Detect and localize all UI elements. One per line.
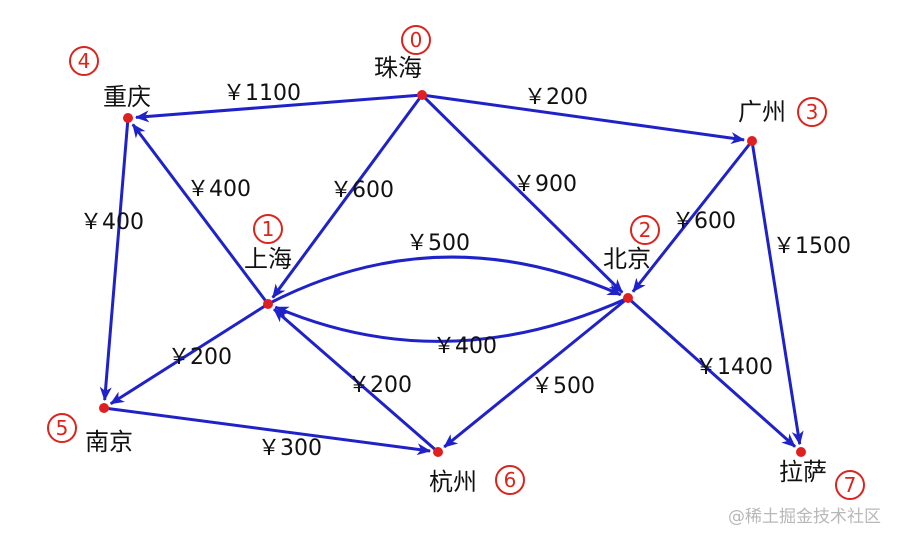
- index-badge-chongqing: 4: [69, 46, 99, 76]
- index-badge-number-zhuhai: 0: [410, 28, 423, 52]
- index-badge-shanghai: 1: [253, 214, 283, 244]
- city-node-beijing: 北京 2: [603, 215, 660, 303]
- edge-nanjing-to-hangzhou: [103, 406, 432, 456]
- city-label-nanjing: 南京: [85, 428, 133, 456]
- watermark: @稀土掘金技术社区: [728, 507, 881, 527]
- city-dot-hangzhou: [433, 447, 443, 457]
- edge-guangzhou-to-lasa: [750, 140, 804, 446]
- index-badge-beijing: 2: [630, 215, 660, 245]
- city-dot-zhuhai: [417, 90, 427, 100]
- index-badge-number-beijing: 2: [639, 218, 652, 242]
- edge-labels-layer: ￥1100 ￥200 ￥600 ￥900 ￥400 ￥400 ￥600 ￥1500 ￥500 ￥4…: [80, 81, 851, 461]
- index-badge-nanjing: 5: [47, 413, 77, 443]
- price-label-beijing-to-hangzhou: ￥500: [531, 374, 595, 399]
- index-badge-guangzhou: 3: [797, 97, 827, 127]
- edge-shanghai-to-beijing: [267, 255, 622, 306]
- price-label-zhuhai-to-guangzhou: ￥200: [524, 85, 588, 110]
- index-badge-number-hangzhou: 6: [504, 468, 517, 492]
- index-badge-ring-beijing: [630, 215, 660, 245]
- city-node-chongqing: 重庆 4: [69, 46, 151, 123]
- edges-layer: [99, 93, 804, 456]
- price-label-nanjing-to-hangzhou: ￥300: [258, 436, 322, 461]
- city-dot-shanghai: [263, 299, 273, 309]
- index-badge-ring-chongqing: [69, 46, 99, 76]
- city-label-guangzhou: 广州: [738, 98, 786, 126]
- edge-beijing-to-lasa: [627, 296, 797, 448]
- city-label-lasa: 拉萨: [779, 458, 827, 486]
- edge-shanghai-to-nanjing: [109, 302, 269, 405]
- price-label-zhuhai-to-beijing: ￥900: [513, 172, 577, 197]
- index-badge-number-shanghai: 1: [262, 217, 275, 241]
- index-badge-lasa: 7: [835, 470, 865, 500]
- price-label-guangzhou-to-lasa: ￥1500: [773, 234, 851, 259]
- city-node-guangzhou: 广州 3: [738, 97, 827, 146]
- edge-zhuhai-to-chongqing: [134, 93, 423, 123]
- price-label-hangzhou-to-shanghai: ￥200: [348, 373, 412, 398]
- city-node-shanghai: 上海 1: [244, 214, 292, 309]
- index-badge-number-chongqing: 4: [78, 49, 91, 73]
- index-badge-ring-nanjing: [47, 413, 77, 443]
- price-label-beijing-to-shanghai: ￥400: [433, 334, 497, 359]
- index-badge-zhuhai: 0: [401, 25, 431, 55]
- city-label-hangzhou: 杭州: [429, 468, 477, 496]
- city-label-shanghai: 上海: [244, 245, 292, 273]
- edge-shanghai-to-chongqing: [131, 123, 270, 305]
- city-dot-guangzhou: [747, 136, 757, 146]
- index-badge-number-guangzhou: 3: [806, 100, 819, 124]
- city-node-nanjing: 南京 5: [47, 403, 133, 456]
- city-node-lasa: 拉萨 7: [779, 447, 865, 500]
- index-badge-ring-hangzhou: [495, 465, 525, 495]
- nodes-layer: 珠海0 上海 1 北京 2 广州 3 重庆 4 南京 5 杭州 6 拉萨 7: [47, 25, 865, 500]
- city-dot-lasa: [796, 447, 806, 457]
- city-label-zhuhai: 珠海: [374, 54, 422, 82]
- index-badge-ring-zhuhai: [401, 25, 431, 55]
- edge-beijing-to-hangzhou: [443, 296, 629, 449]
- city-node-zhuhai: 珠海0: [374, 25, 431, 100]
- price-label-zhuhai-to-chongqing: ￥1100: [223, 81, 301, 106]
- city-node-hangzhou: 杭州 6: [429, 447, 525, 496]
- edge-beijing-to-shanghai: [274, 296, 629, 343]
- edge-zhuhai-to-beijing: [420, 93, 624, 294]
- index-badge-number-lasa: 7: [844, 473, 857, 497]
- city-dot-nanjing: [99, 403, 109, 413]
- city-label-beijing: 北京: [603, 245, 651, 273]
- city-dot-chongqing: [123, 113, 133, 123]
- price-label-chongqing-to-nanjing: ￥400: [80, 210, 144, 235]
- edge-chongqing-to-nanjing: [99, 117, 130, 402]
- edge-zhuhai-to-shanghai: [271, 94, 424, 299]
- edge-zhuhai-to-guangzhou: [421, 93, 746, 145]
- price-label-shanghai-to-beijing: ￥500: [406, 231, 470, 256]
- edge-hangzhou-to-shanghai: [273, 308, 439, 454]
- edge-guangzhou-to-beijing: [631, 140, 754, 293]
- index-badge-ring-lasa: [835, 470, 865, 500]
- index-badge-number-nanjing: 5: [56, 416, 69, 440]
- city-dot-beijing: [623, 293, 633, 303]
- price-label-shanghai-to-nanjing: ￥200: [168, 345, 232, 370]
- price-label-zhuhai-to-shanghai: ￥600: [330, 178, 394, 203]
- price-label-beijing-to-lasa: ￥1400: [695, 355, 773, 380]
- city-label-chongqing: 重庆: [103, 83, 151, 111]
- index-badge-hangzhou: 6: [495, 465, 525, 495]
- price-label-shanghai-to-chongqing: ￥400: [187, 177, 251, 202]
- index-badge-ring-shanghai: [253, 214, 283, 244]
- index-badge-ring-guangzhou: [797, 97, 827, 127]
- price-label-guangzhou-to-beijing: ￥600: [672, 209, 736, 234]
